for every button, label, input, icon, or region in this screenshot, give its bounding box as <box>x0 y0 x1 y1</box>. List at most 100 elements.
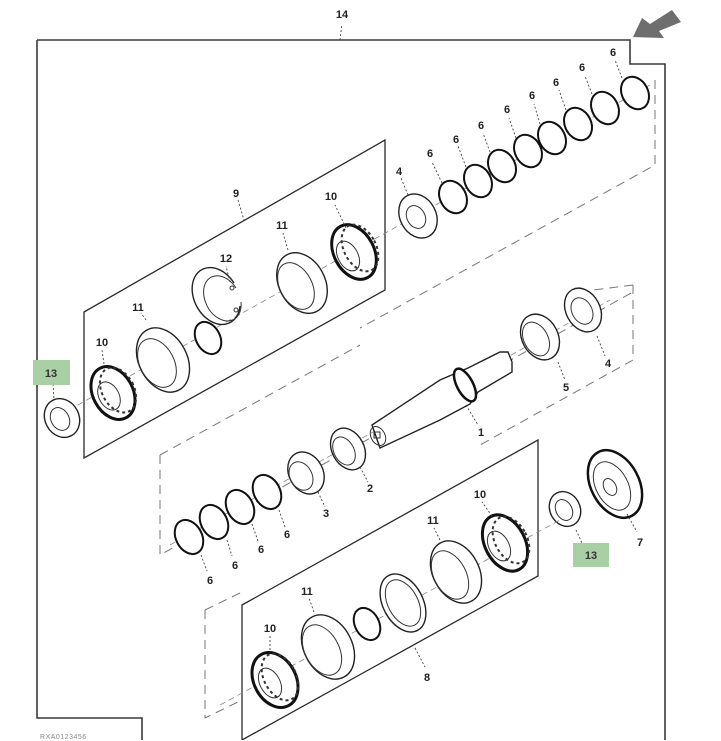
shim-ring[interactable] <box>616 72 655 114</box>
callout-9[interactable]: 9 <box>233 188 239 200</box>
callout-6[interactable]: 6 <box>284 529 290 541</box>
leader-1 <box>465 404 479 426</box>
bearing-cup-11-lower-left[interactable] <box>291 606 365 689</box>
bearing-cone-10-lower-right[interactable] <box>473 507 537 579</box>
callout-14[interactable]: 14 <box>336 9 349 21</box>
shim-ring[interactable] <box>459 160 498 202</box>
highlight-13-right <box>573 543 609 567</box>
leader-13 <box>52 383 55 401</box>
callout-12[interactable]: 12 <box>220 253 232 265</box>
callout-7[interactable]: 7 <box>637 537 643 549</box>
leader-4 <box>596 335 606 357</box>
shim-ring[interactable] <box>509 130 548 172</box>
shim-ring[interactable] <box>586 87 625 129</box>
shim-ring[interactable] <box>559 103 598 145</box>
gear-7[interactable] <box>577 441 653 527</box>
leader-7 <box>626 513 638 533</box>
washer-4-upper[interactable] <box>391 187 444 245</box>
leader-10 <box>334 204 347 229</box>
bearing-cone-10-lower-left[interactable] <box>243 645 307 716</box>
leader-9 <box>237 199 245 221</box>
bearing-cup-11-upper-left[interactable] <box>126 319 200 402</box>
callout-4[interactable]: 4 <box>605 358 612 370</box>
seal-ring-lower[interactable] <box>371 566 435 640</box>
callout-5[interactable]: 5 <box>563 382 569 394</box>
callout-2[interactable]: 2 <box>367 483 373 495</box>
leader-3 <box>317 491 326 508</box>
figure-code: RXA0123456 <box>40 734 87 741</box>
bearing-cone-10-upper-left[interactable] <box>82 359 144 427</box>
callout-10[interactable]: 10 <box>325 191 337 203</box>
leader-13 <box>575 529 583 544</box>
callout-6[interactable]: 6 <box>478 120 484 132</box>
leader-4 <box>400 177 409 196</box>
leader-11 <box>282 232 289 251</box>
nut-13-right[interactable] <box>543 486 586 532</box>
leader-10 <box>101 349 105 365</box>
shim-ring[interactable] <box>483 145 522 187</box>
callout-11[interactable]: 11 <box>427 515 439 527</box>
shaft-1[interactable] <box>367 351 513 449</box>
leader-14 <box>339 23 343 41</box>
bearing-cup-11-lower-right[interactable] <box>420 532 492 612</box>
leader-11 <box>140 312 147 321</box>
spacer-ring[interactable] <box>189 317 226 358</box>
bearing-cone-10-upper-right[interactable] <box>323 217 386 287</box>
callout-6[interactable]: 6 <box>553 77 559 89</box>
callout-6[interactable]: 6 <box>258 544 264 556</box>
callout-6[interactable]: 6 <box>504 104 510 116</box>
leader-8 <box>414 647 426 668</box>
highlight-13-left <box>33 360 70 385</box>
callout-11[interactable]: 11 <box>301 586 313 598</box>
lower-shims <box>169 470 287 559</box>
callout-6[interactable]: 6 <box>579 62 585 74</box>
callout-6[interactable]: 6 <box>453 134 459 146</box>
callout-8[interactable]: 8 <box>424 672 430 684</box>
callout-11[interactable]: 11 <box>132 302 144 314</box>
callout-6[interactable]: 6 <box>529 90 535 102</box>
washer-4-right[interactable] <box>557 282 609 339</box>
callout-10[interactable]: 10 <box>474 489 486 501</box>
callout-6[interactable]: 6 <box>610 47 616 59</box>
bearing-cup-11-upper-right[interactable] <box>267 244 338 322</box>
shim-ring[interactable] <box>533 117 572 159</box>
bushing-5[interactable] <box>513 307 567 366</box>
shim-ring[interactable] <box>247 470 287 514</box>
view-direction-arrow-icon <box>633 10 681 38</box>
leader-10 <box>481 501 493 517</box>
callout-13-highlighted[interactable]: 13 <box>45 368 57 380</box>
shim-ring[interactable] <box>220 485 260 529</box>
lower-shim-callouts: 6 6 6 6 <box>200 509 290 587</box>
upper-shim-callouts: 6 6 6 6 6 6 6 6 <box>427 47 623 184</box>
shim-ring[interactable] <box>434 176 473 218</box>
callout-6[interactable]: 6 <box>207 575 213 587</box>
callout-10[interactable]: 10 <box>96 337 108 349</box>
snap-ring-lower[interactable] <box>348 603 385 644</box>
lower-group-outline <box>204 591 243 719</box>
leader-2 <box>359 466 369 483</box>
shim-ring[interactable] <box>194 500 234 544</box>
leader-12 <box>225 265 231 283</box>
bushing-2[interactable] <box>324 422 373 476</box>
callout-6[interactable]: 6 <box>232 560 238 572</box>
leader-11 <box>308 597 315 613</box>
callout-1[interactable]: 1 <box>478 427 484 439</box>
callout-4[interactable]: 4 <box>396 166 403 178</box>
shim-ring[interactable] <box>169 515 209 559</box>
middle-group-outline-right <box>479 285 634 446</box>
bearing-kit-panel-8 <box>241 438 539 740</box>
callout-3[interactable]: 3 <box>323 508 329 520</box>
bearing-kit-panel-9 <box>83 138 386 460</box>
bushing-3[interactable] <box>281 446 332 501</box>
leader-11 <box>433 527 441 541</box>
callout-10[interactable]: 10 <box>264 623 276 635</box>
nut-13-left[interactable] <box>38 392 87 443</box>
callout-13-highlighted[interactable]: 13 <box>585 550 597 562</box>
upper-shims <box>434 72 655 218</box>
leader-5 <box>557 361 566 381</box>
callout-6[interactable]: 6 <box>427 148 433 160</box>
callout-11[interactable]: 11 <box>276 220 288 232</box>
middle-group-outline <box>159 284 634 556</box>
snap-ring-12[interactable] <box>191 266 242 326</box>
